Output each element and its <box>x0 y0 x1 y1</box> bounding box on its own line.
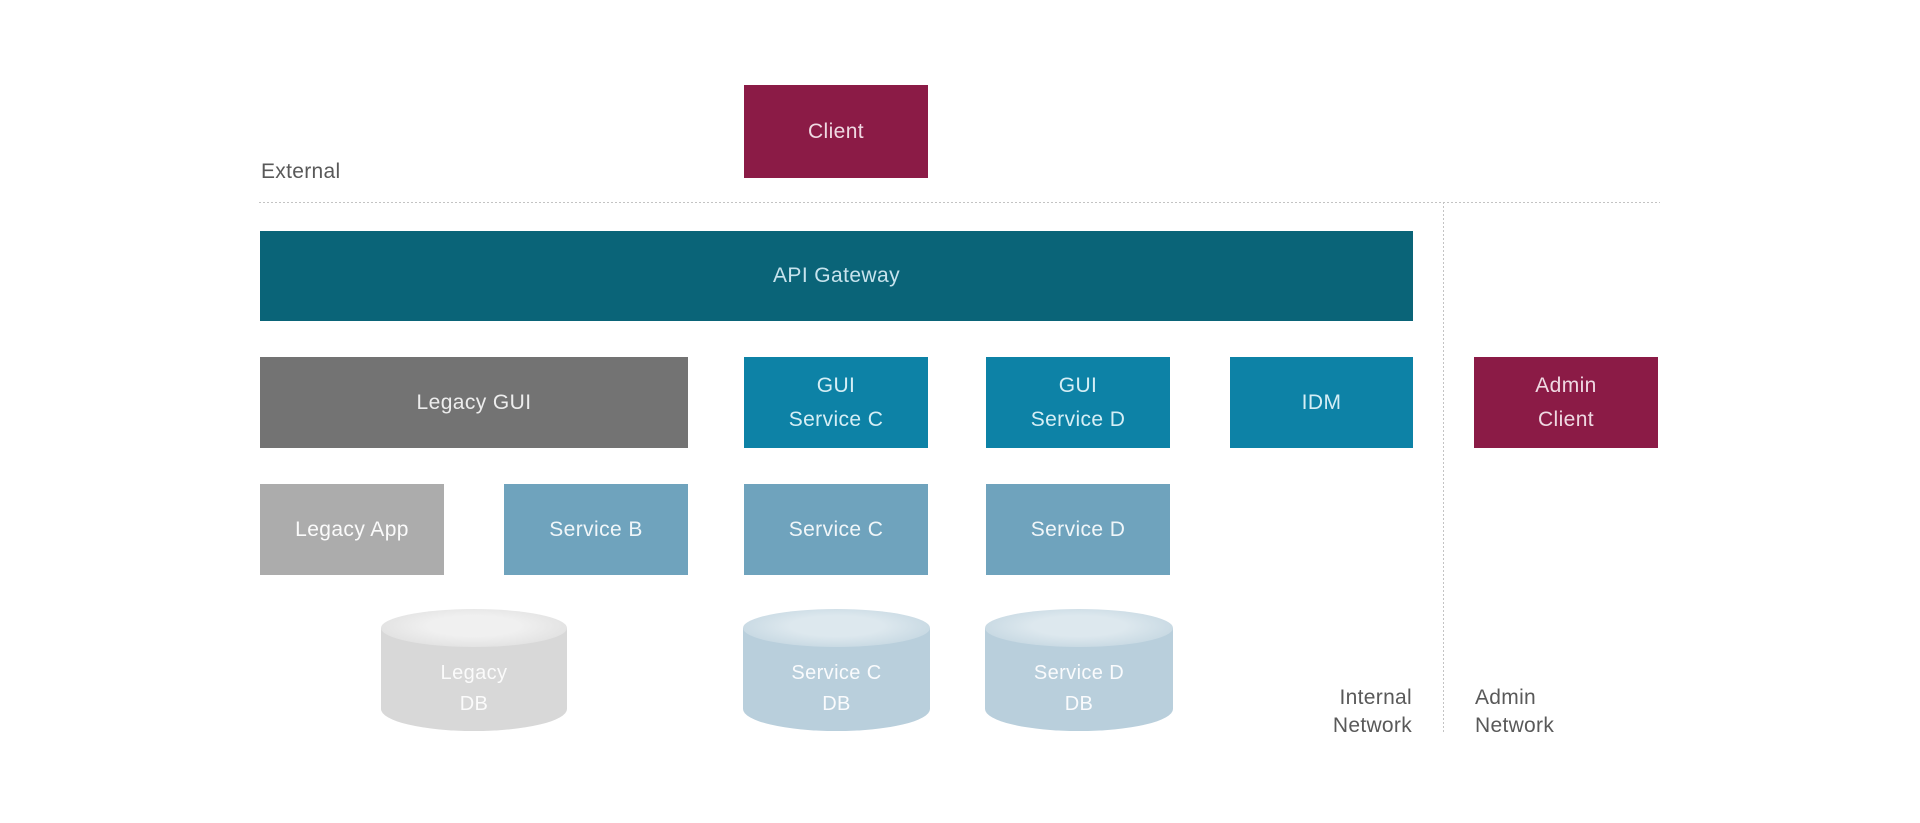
gui-service-d-node: GUI Service D <box>986 357 1170 448</box>
idm-node: IDM <box>1230 357 1413 448</box>
client-label: Client <box>807 119 865 143</box>
legacy-db-cylinder-top <box>381 609 567 647</box>
gui-service-c-node: GUI Service C <box>744 357 928 448</box>
legacy-app-node: Legacy App <box>260 484 444 575</box>
external-zone-label: External <box>261 160 341 183</box>
gui-service-c-label: GUI Service C <box>788 373 884 431</box>
service-d-db-cylinder: Service D DB <box>985 609 1173 731</box>
legacy-gui-label: Legacy GUI <box>416 390 532 414</box>
admin-network-zone-label: Admin Network <box>1475 686 1555 737</box>
idm-label: IDM <box>1301 390 1342 414</box>
service-c-db-cylinder: Service C DB <box>743 609 930 731</box>
admin-client-label: Admin Client <box>1535 373 1597 431</box>
internal-network-zone-label: Internal Network <box>1332 686 1412 737</box>
service-b-label: Service B <box>549 517 643 541</box>
service-d-label: Service D <box>1030 517 1126 541</box>
service-c-label: Service C <box>788 517 884 541</box>
service-d-node: Service D <box>986 484 1170 575</box>
legacy-db-label: Legacy DB <box>440 662 508 715</box>
legacy-gui-node: Legacy GUI <box>260 357 688 448</box>
service-d-db-cylinder-top <box>985 609 1173 647</box>
gui-service-d-label: GUI Service D <box>1030 373 1126 431</box>
api-gateway-node: API Gateway <box>260 231 1413 321</box>
service-c-db-cylinder-top <box>743 609 930 647</box>
service-c-node: Service C <box>744 484 928 575</box>
legacy-db-cylinder: Legacy DB <box>381 609 567 731</box>
admin-network-separator-line <box>1443 202 1444 734</box>
external-zone-separator-line <box>259 202 1660 203</box>
client-node: Client <box>744 85 928 178</box>
admin-client-node: Admin Client <box>1474 357 1658 448</box>
service-b-node: Service B <box>504 484 688 575</box>
service-d-db-label: Service D DB <box>1033 662 1125 715</box>
legacy-app-label: Legacy App <box>295 517 409 541</box>
api-gateway-label: API Gateway <box>773 264 900 287</box>
service-c-db-label: Service C DB <box>791 662 882 715</box>
